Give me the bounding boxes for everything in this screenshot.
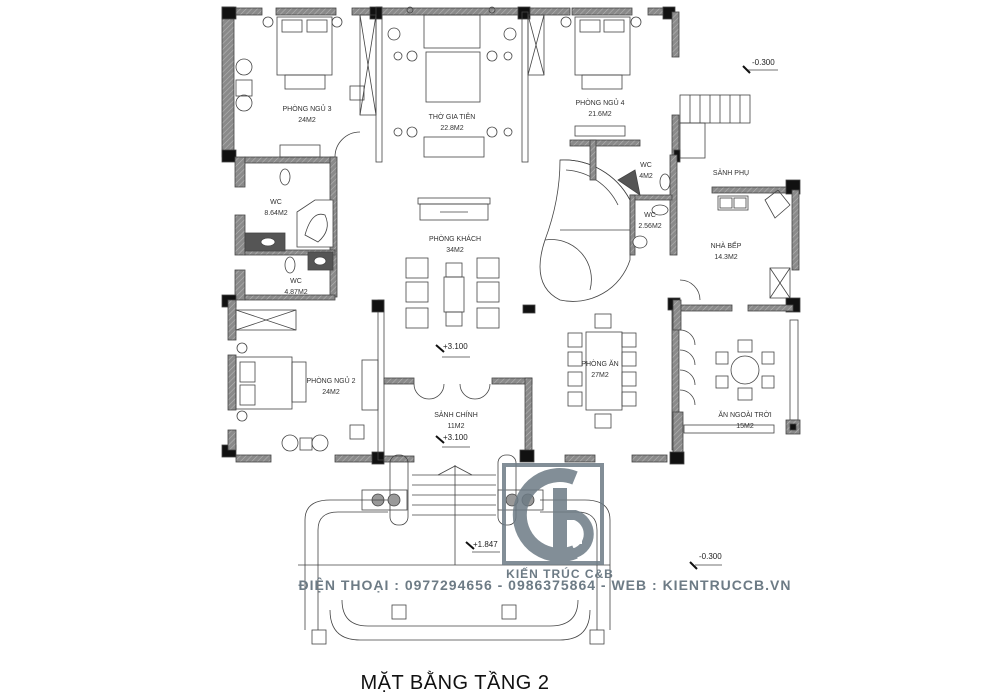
room-label-bedroom-4: PHÒNG NGỦ 4 21.6M2	[575, 98, 624, 120]
room-label-living-room: PHÒNG KHÁCH 34M2	[429, 234, 481, 256]
room-label-side-hall: SẢNH PHỤ	[713, 168, 749, 179]
room-label-main-hall: SẢNH CHÍNH 11M2	[434, 410, 478, 432]
room-area: 15M2	[736, 423, 754, 430]
room-label-outdoor-dining: ĂN NGOÀI TRỜI 15M2	[718, 410, 771, 432]
room-name: PHÒNG NGỦ 3	[282, 106, 332, 113]
level-marker-ground-bottom: -0.300	[699, 552, 722, 561]
room-label-wc-3: WC 4M2	[639, 160, 653, 182]
room-name: PHÒNG NGỦ 4	[575, 100, 625, 107]
room-area: 14.3M2	[714, 254, 738, 261]
room-area: 21.6M2	[588, 111, 612, 118]
room-name: NHÀ BẾP	[710, 243, 742, 250]
level-marker-stair: +1.847	[473, 540, 498, 549]
room-label-bedroom-3: PHÒNG NGỦ 3 24M2	[282, 104, 331, 126]
room-name: SẢNH PHỤ	[712, 170, 750, 177]
room-name: WC	[644, 212, 656, 219]
room-label-wc-4: WC 2.56M2	[638, 210, 661, 232]
room-area: 22.8M2	[440, 125, 464, 132]
room-name: THỜ GIA TIÊN	[428, 114, 476, 121]
room-label-dining-room: PHÒNG ĂN 27M2	[581, 359, 618, 381]
room-area: 27M2	[591, 372, 609, 379]
level-marker-living: +3.100	[443, 342, 468, 351]
room-label-wc-2: WC 4.87M2	[284, 276, 307, 298]
drawing-title: MẶT BẰNG TẦNG 2	[360, 672, 550, 694]
room-area: 24M2	[322, 389, 340, 396]
room-label-kitchen: NHÀ BẾP 14.3M2	[711, 241, 742, 263]
room-name: PHÒNG NGỦ 2	[306, 378, 356, 385]
room-area: 24M2	[298, 117, 316, 124]
room-name: ĂN NGOÀI TRỜI	[718, 412, 772, 419]
room-area: 4.87M2	[284, 289, 308, 296]
room-name: WC	[640, 162, 652, 169]
level-marker-ground-top: -0.300	[752, 58, 775, 67]
level-marker-main-hall: +3.100	[443, 433, 468, 442]
watermark-brand: KIẾN TRÚC C&B	[506, 567, 614, 581]
room-label-bedroom-2: PHÒNG NGỦ 2 24M2	[306, 376, 355, 398]
brand-logo	[502, 463, 604, 565]
room-name: PHÒNG KHÁCH	[428, 236, 482, 243]
room-name: WC	[290, 278, 302, 285]
room-name: WC	[270, 199, 282, 206]
room-area: 4M2	[639, 173, 653, 180]
watermark-contact: ĐIỆN THOẠI : 0977294656 - 0986375864 - W…	[298, 577, 792, 593]
room-area: 11M2	[447, 423, 465, 430]
room-name: PHÒNG ĂN	[581, 361, 619, 368]
room-area: 8.64M2	[264, 210, 288, 217]
room-area: 2.56M2	[638, 223, 662, 230]
room-name: SẢNH CHÍNH	[434, 412, 478, 419]
room-label-altar-room: THỜ GIA TIÊN 22.8M2	[429, 112, 476, 134]
room-label-wc-1: WC 8.64M2	[264, 197, 287, 219]
room-area: 34M2	[446, 247, 464, 254]
